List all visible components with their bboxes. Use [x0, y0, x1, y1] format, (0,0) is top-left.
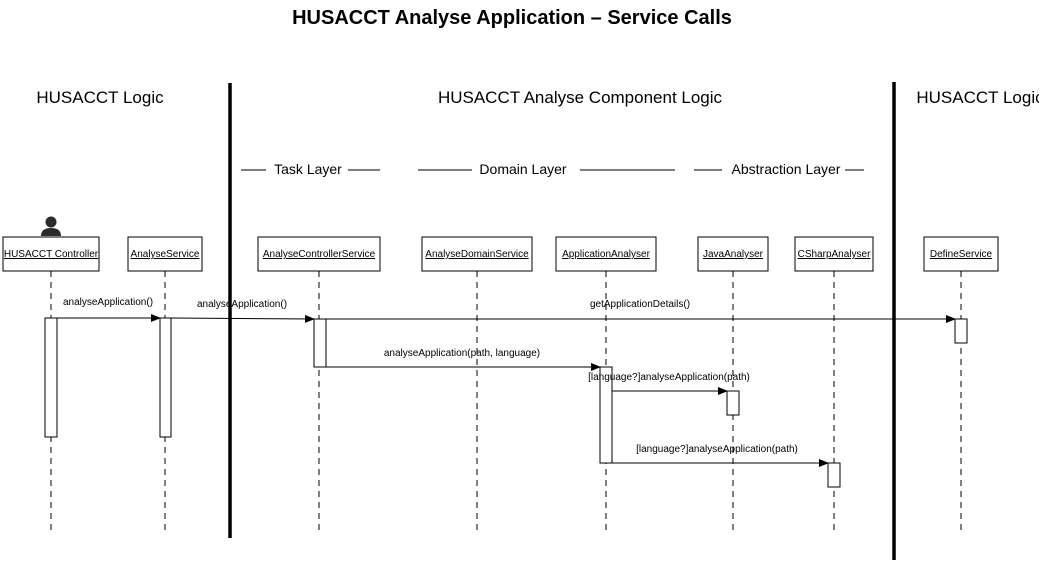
participant-csharp-analyser: CSharpAnalyser: [794, 236, 874, 272]
message-label: getApplicationDetails(): [590, 299, 690, 310]
abstraction-layer-label: Abstraction Layer: [732, 161, 841, 177]
activation-bar-application-analyser: [599, 366, 613, 464]
participant-analyse-domain-service: AnalyseDomainService: [421, 236, 533, 272]
message-6: [language?]analyseApplication(path): [612, 444, 829, 467]
activation-bar-husacct-controller: [44, 317, 58, 438]
activation-bar-analyse-service: [159, 317, 172, 438]
participant-label: HUSACCT Controller: [4, 249, 99, 260]
participant-label: AnalyseService: [131, 249, 200, 260]
task-layer-label: Task Layer: [274, 161, 342, 177]
participant-label: CSharpAnalyser: [798, 249, 871, 260]
region-label-left: HUSACCT Logic: [36, 88, 164, 107]
message-4: analyseApplication(path, language): [326, 348, 601, 371]
message-2: analyseApplication(): [170, 299, 315, 323]
activation-bar-define-service: [954, 318, 968, 344]
activation-bar-java-analyser: [726, 390, 740, 416]
participant-label: AnalyseDomainService: [425, 249, 529, 260]
participant-java-analyser: JavaAnalyser: [697, 236, 769, 272]
participant-husacct-controller: HUSACCT Controller: [2, 236, 100, 272]
participant-define-service: DefineService: [923, 236, 999, 272]
message-label: [language?]analyseApplication(path): [636, 444, 798, 455]
participant-label: AnalyseControllerService: [263, 249, 376, 260]
diagram-title: HUSACCT Analyse Application – Service Ca…: [292, 7, 732, 29]
activation-bar-csharp-analyser: [827, 462, 841, 488]
message-5: [language?]analyseApplication(path): [588, 372, 750, 395]
participant-label: JavaAnalyser: [703, 249, 764, 260]
actor-icon: [41, 216, 61, 236]
message-label: analyseApplication(): [197, 299, 287, 310]
participant-label: DefineService: [930, 249, 993, 260]
participant-label: ApplicationAnalyser: [562, 249, 650, 260]
message-label: [language?]analyseApplication(path): [588, 372, 750, 383]
message-3: getApplicationDetails(): [326, 299, 956, 323]
participant-analyse-service: AnalyseService: [127, 236, 203, 272]
region-label-center: HUSACCT Analyse Component Logic: [438, 88, 723, 107]
activation-bar-analyse-controller-service: [313, 318, 327, 368]
message-1: analyseApplication(): [57, 297, 161, 322]
domain-layer-label: Domain Layer: [479, 161, 566, 177]
participant-analyse-controller-service: AnalyseControllerService: [257, 236, 381, 272]
participant-application-analyser: ApplicationAnalyser: [555, 236, 657, 272]
message-label: analyseApplication(path, language): [384, 348, 540, 359]
message-label: analyseApplication(): [63, 297, 153, 308]
region-label-right: HUSACCT Logic: [916, 88, 1039, 107]
